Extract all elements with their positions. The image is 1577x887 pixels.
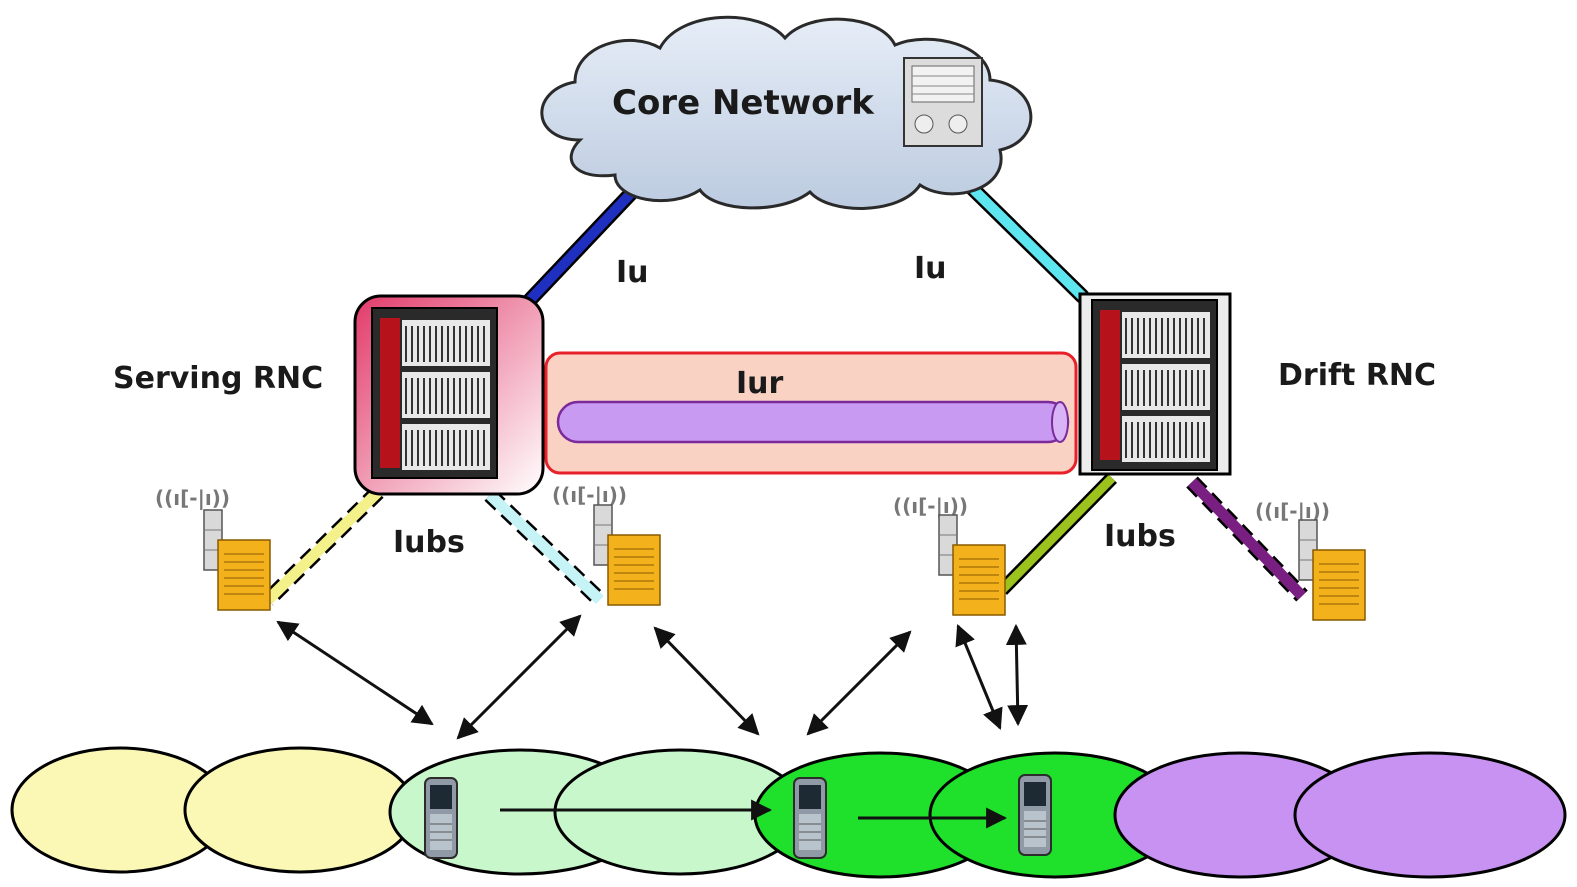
iub-link-3 (998, 474, 1116, 594)
iur-tube-end (1051, 401, 1069, 443)
core-network-label: Core Network (612, 83, 875, 123)
iubs-left-label: Iubs (393, 525, 465, 560)
radio-link-arrow (456, 614, 582, 740)
node-b-4: ((ı[-|ı)) (1255, 499, 1366, 621)
iub-link-2 (486, 491, 604, 604)
node-b-1: ((ı[-|ı)) (155, 486, 271, 611)
iub-link-4 (1188, 478, 1306, 600)
iur-tube (556, 400, 1070, 444)
iu-left-label: Iu (616, 255, 649, 290)
serving-rnc-label: Serving RNC (113, 361, 323, 396)
cell-yellow-2 (183, 746, 417, 874)
iubs-right-label: Iubs (1104, 519, 1176, 554)
cell-coverage-row (10, 746, 1567, 879)
drift-rnc-label: Drift RNC (1278, 358, 1436, 393)
radio-link-arrow (806, 630, 912, 736)
iu-right-label: Iu (914, 251, 947, 286)
svg-text:((ı[-|ı)): ((ı[-|ı)) (155, 486, 230, 510)
drift-rnc (1078, 292, 1232, 476)
node-b-icon (593, 504, 661, 606)
node-b-icon (203, 509, 271, 611)
node-b-icon (938, 514, 1006, 616)
iub-link-1 (264, 488, 382, 604)
core-network-cloud (540, 15, 1033, 210)
serving-rnc (353, 294, 545, 496)
radio-link-arrow (653, 626, 760, 736)
iur-label: Iur (736, 366, 784, 401)
radio-link-arrow (276, 620, 434, 726)
iu-link-right (967, 183, 1087, 301)
node-b-3: ((ı[-|ı)) (893, 494, 1006, 616)
cell-purple-2 (1293, 751, 1567, 879)
core-server-icon (903, 57, 983, 147)
node-b-icon (1298, 519, 1366, 621)
mobile-phone-icon (793, 777, 827, 859)
iu-link-left (523, 183, 641, 307)
mobile-phone-icon (1018, 774, 1052, 856)
mobile-phone-icon (424, 777, 458, 859)
rnc-rack-icon (1091, 299, 1218, 471)
svg-text:((ı[-|ı)): ((ı[-|ı)) (893, 494, 968, 518)
svg-text:((ı[-|ı)): ((ı[-|ı)) (1255, 499, 1330, 523)
radio-link-arrow (1005, 623, 1029, 727)
rnc-rack-icon (371, 307, 498, 479)
radio-link-arrow (955, 624, 1003, 730)
svg-text:((ı[-|ı)): ((ı[-|ı)) (552, 483, 627, 507)
iur-interface (544, 351, 1078, 475)
iub-links (262, 473, 1308, 606)
node-b-2: ((ı[-|ı)) (552, 483, 661, 606)
